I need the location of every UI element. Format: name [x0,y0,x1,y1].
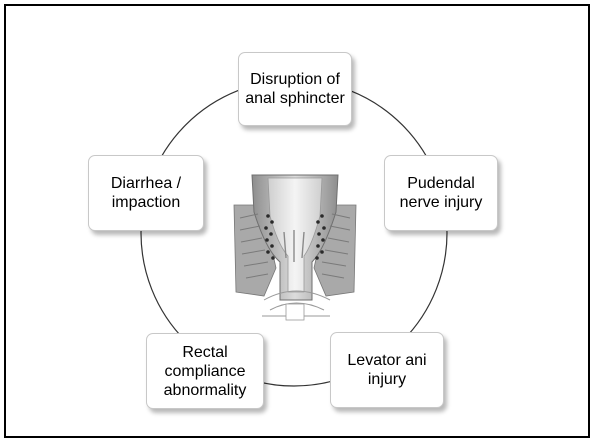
node-diarrhea-impaction: Diarrhea / impaction [88,155,204,231]
anal-verge [286,304,304,320]
node-label: Disruption of anal sphincter [239,70,351,108]
node-pudendal-nerve-injury: Pudendal nerve injury [384,155,498,231]
node-label: Levator ani injury [331,351,443,389]
node-label: Rectal compliance abnormality [147,343,263,400]
rectal-lumen [268,178,322,292]
node-label: Pudendal nerve injury [385,174,497,212]
node-label: Diarrhea / impaction [89,174,203,212]
node-rectal-compliance-abnormality: Rectal compliance abnormality [146,333,264,409]
node-levator-ani-injury: Levator ani injury [330,332,444,408]
node-disruption-of-anal-sphincter: Disruption of anal sphincter [238,52,352,126]
